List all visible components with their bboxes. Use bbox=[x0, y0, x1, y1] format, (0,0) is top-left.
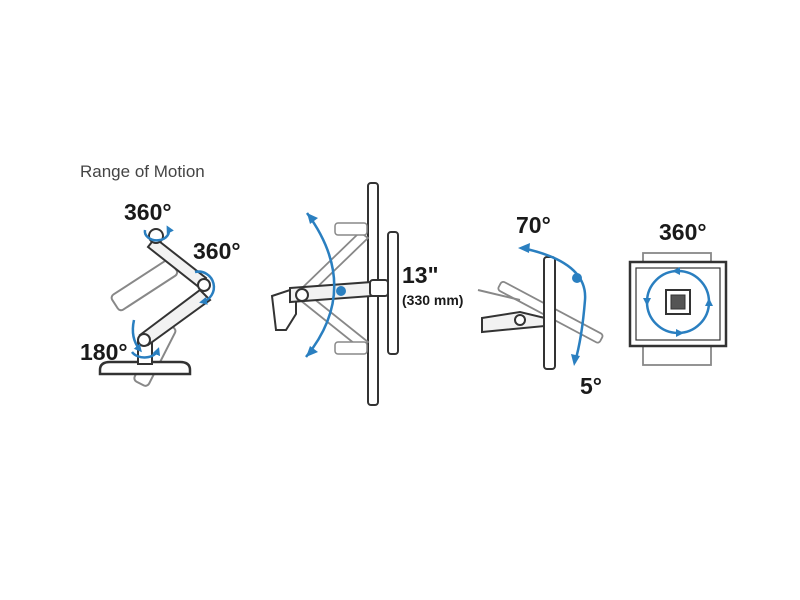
label-360-top: 360° bbox=[124, 199, 172, 225]
diagram-title: Range of Motion bbox=[80, 162, 205, 181]
tilt-arrow-head-down bbox=[571, 354, 580, 366]
tilt-arm bbox=[481, 310, 546, 334]
arm-pivot bbox=[295, 288, 309, 302]
swivel-arrow-elbow bbox=[194, 270, 216, 305]
swivel-arrow-base bbox=[130, 347, 161, 359]
height-arc-arrow bbox=[305, 212, 336, 358]
height-pivot-dot bbox=[336, 286, 346, 296]
rotation-arrowhead-bottom bbox=[676, 329, 684, 337]
ghost-head-lower bbox=[334, 341, 368, 355]
label-70: 70° bbox=[516, 212, 551, 238]
panel-tilt: 70° 5° bbox=[477, 212, 604, 399]
panel-rotation: 360° bbox=[628, 219, 728, 366]
vesa-hub bbox=[670, 294, 686, 310]
tilt-monitor bbox=[543, 256, 556, 370]
swivel-arrow-top bbox=[143, 225, 174, 242]
front-monitor bbox=[387, 231, 399, 355]
lower-arm bbox=[138, 288, 212, 347]
rotate-arrow-base bbox=[131, 319, 142, 353]
height-arrow-head-top bbox=[307, 213, 318, 224]
rotation-arrowhead-top bbox=[672, 267, 680, 275]
tilt-arc-arrow bbox=[521, 246, 587, 363]
label-13-in: 13" bbox=[402, 262, 439, 288]
label-5: 5° bbox=[580, 373, 602, 399]
rotation-arrowhead-left bbox=[643, 298, 651, 306]
ghost-head-upper bbox=[334, 222, 368, 236]
tilt-arrow-head-up bbox=[518, 243, 530, 253]
panel-height-adjustment: 13" (330 mm) bbox=[270, 182, 463, 406]
tilt-arm-pivot bbox=[514, 314, 526, 326]
rotation-arrowhead-right bbox=[705, 298, 713, 306]
desk-base bbox=[98, 360, 192, 376]
label-330-mm: (330 mm) bbox=[402, 292, 463, 308]
tilt-pivot-dot bbox=[572, 273, 582, 283]
height-arrow-head-bottom bbox=[306, 346, 318, 357]
label-360-rotate: 360° bbox=[659, 219, 707, 245]
label-180: 180° bbox=[80, 339, 128, 365]
arm-head bbox=[369, 279, 389, 297]
panel-arm-articulation: 360° 360° 180° bbox=[80, 199, 241, 387]
ghost-arm-line bbox=[477, 289, 521, 301]
elbow-pivot bbox=[197, 278, 211, 292]
label-360-right: 360° bbox=[193, 238, 241, 264]
base-pivot bbox=[137, 333, 151, 347]
